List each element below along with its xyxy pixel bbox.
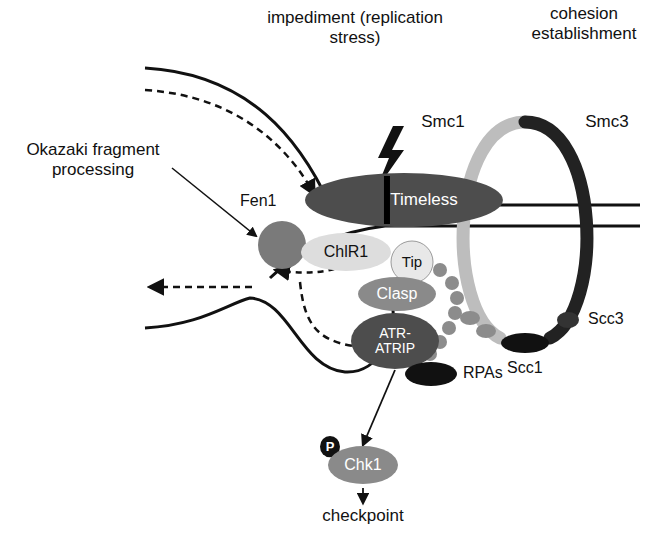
node-label: ChlR1 (324, 243, 368, 261)
scc3-subunit: Scc3 (548, 302, 632, 338)
chlr1-protein: ChlR1 (300, 232, 392, 272)
checkpoint-arrow (362, 488, 364, 503)
node-label: RPAs (463, 364, 503, 382)
fen1-protein: Fen1 (240, 192, 310, 270)
ring-head (476, 324, 496, 338)
node-label: Tip (402, 254, 422, 271)
atr-atrip-complex: ATR-ATRIP (350, 312, 440, 370)
node-label: Timeless (350, 191, 457, 210)
annotation-label: cohesion establishment (522, 4, 646, 43)
ring-head (460, 311, 480, 325)
okazaki-fragment (150, 286, 252, 289)
rpa-protein: RPAs (405, 360, 509, 388)
annotation-label: checkpoint (318, 506, 408, 526)
leading-strand (145, 90, 314, 194)
scc1-subunit: Scc1 (497, 333, 553, 381)
replication-block (384, 176, 390, 224)
claspin-protein: Clasp (357, 276, 437, 312)
node-label: Scc1 (507, 359, 543, 377)
node-label: Chk1 (344, 456, 381, 474)
node-label: Fen1 (240, 192, 276, 210)
smc1-arm (463, 122, 525, 338)
node-label: Scc3 (588, 310, 624, 328)
smc3-arm (525, 122, 587, 338)
node-label: ATR-ATRIP (365, 326, 425, 357)
node-label: P (326, 440, 335, 454)
annotation-label: Okazaki fragment processing (12, 140, 174, 179)
timeless-protein: Timeless (304, 172, 504, 228)
chk1-protein: Chk1 (327, 445, 399, 485)
node-label: Clasp (377, 285, 418, 303)
annotation-label: Smc3 (582, 112, 632, 132)
signal-arrow (363, 370, 395, 445)
annotation-label: Smc1 (418, 112, 468, 132)
annotation-label: impediment (replication stress) (250, 8, 460, 47)
